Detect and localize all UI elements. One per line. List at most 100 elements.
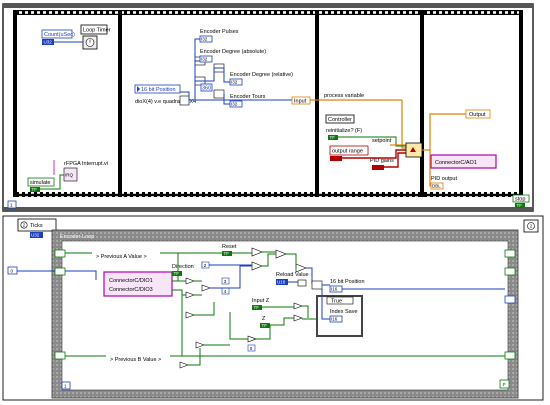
- svg-text:TF: TF: [224, 251, 230, 256]
- svg-text:TF: TF: [32, 187, 38, 192]
- z-control[interactable]: TF: [260, 323, 270, 328]
- process-variable-label: process variable: [324, 93, 364, 99]
- encoder-tours-label: Encoder Tours: [230, 94, 266, 100]
- svg-text:DBL: DBL: [432, 184, 441, 189]
- svg-text:ConnectorC/AO1: ConnectorC/AO1: [435, 160, 477, 166]
- svg-text:ConnectorC/DIO1: ConnectorC/DIO1: [109, 278, 153, 284]
- output-indicator: Output: [465, 109, 491, 119]
- direction-label: Direction: [172, 264, 194, 270]
- previous-b-value-label: > Previous B Value >: [110, 357, 161, 363]
- z-label: Z: [262, 316, 266, 322]
- svg-text:Input: Input: [294, 99, 307, 105]
- reload-value-control[interactable]: U16: [276, 279, 288, 285]
- svg-text:I32: I32: [231, 102, 238, 107]
- right-node[interactable]: 2: [523, 219, 539, 233]
- pid-gains-label: PID gains: [370, 158, 394, 164]
- const-360[interactable]: 360: [200, 83, 213, 92]
- dio-quadrature-label: dioX(4) v.e quadratureX4: [135, 99, 196, 105]
- and-gates[interactable]: [179, 302, 303, 369]
- input-z-label: Input Z: [252, 298, 270, 304]
- svg-text:stop: stop: [515, 197, 525, 203]
- svg-text:TF: TF: [254, 305, 260, 310]
- direction-indicator: TF: [172, 271, 182, 276]
- reset-label: Reset: [222, 244, 237, 250]
- svg-text:I32: I32: [201, 37, 208, 42]
- connector-ao1-node[interactable]: ConnectorC/AO1: [430, 154, 497, 169]
- input-indicator: Input: [291, 96, 311, 105]
- encoder-tours-indicator: I32: [229, 100, 243, 108]
- encoder-degree-rel-label: Encoder Degree (relative): [230, 72, 293, 78]
- encoder-pulses-indicator: I32: [199, 35, 213, 43]
- svg-text:U16: U16: [277, 280, 286, 285]
- svg-text:ConnectorC/DIO3: ConnectorC/DIO3: [109, 287, 153, 293]
- stop-control[interactable]: stop TF: [512, 194, 530, 208]
- reinitialize-label: reinitialize? (F): [326, 128, 362, 134]
- count-usecs-control[interactable]: Count(uSec) U32: [41, 29, 75, 45]
- input-z-indicator: TF: [252, 305, 262, 310]
- svg-text:I16: I16: [331, 287, 338, 292]
- svg-text:output range: output range: [332, 149, 363, 155]
- svg-text:Encoder Loop: Encoder Loop: [60, 234, 94, 240]
- svg-text:Controller: Controller: [328, 117, 352, 123]
- previous-a-value-label: > Previous A Value >: [96, 254, 147, 260]
- reload-value-label: Reload Value: [276, 272, 309, 278]
- pid-output-label: PID output: [431, 176, 457, 182]
- svg-text:I16: I16: [331, 317, 338, 322]
- svg-text:U32: U32: [31, 233, 40, 238]
- svg-text:TF: TF: [262, 323, 268, 328]
- svg-text:Output: Output: [469, 112, 486, 118]
- svg-text:IRQ: IRQ: [65, 173, 74, 178]
- svg-text:U32: U32: [44, 40, 53, 45]
- case-structure[interactable]: True Index Save I16: [316, 295, 363, 337]
- reset-control[interactable]: TF: [222, 251, 232, 256]
- simulate-control[interactable]: simulate TF: [27, 177, 55, 192]
- svg-text:Count(uSec): Count(uSec): [44, 32, 75, 38]
- encoder-pulses-label: Encoder Pulses: [200, 29, 239, 35]
- fpga-interrupt-vi[interactable]: rFPGA Interrupt.vi IRQ: [63, 161, 108, 182]
- ticks-node[interactable]: 2 Ticks U32: [17, 218, 57, 238]
- loop-iteration-terminal: 1: [7, 200, 17, 209]
- const-blocks: 2 3 4 0: [201, 261, 256, 352]
- shift-register-right: [504, 249, 516, 360]
- setpoint-label: setpoint: [372, 138, 392, 144]
- pid-gains-control[interactable]: [372, 165, 384, 170]
- svg-text:1: 1: [10, 203, 13, 208]
- svg-text:2: 2: [204, 263, 207, 268]
- bit16-position-label: 16 bit Position: [330, 279, 365, 285]
- encoder-loop-stop-const[interactable]: F: [499, 379, 510, 389]
- svg-text:0: 0: [11, 269, 14, 274]
- svg-text:rFPGA Interrupt.vi: rFPGA Interrupt.vi: [64, 161, 108, 167]
- bit16-position-indicator[interactable]: 16 bit Position: [134, 84, 181, 94]
- svg-text:Ticks: Ticks: [30, 223, 43, 229]
- svg-text:TF: TF: [517, 203, 523, 208]
- svg-text:1: 1: [64, 384, 67, 389]
- reinitialize-control[interactable]: TF: [328, 135, 338, 140]
- svg-text:3: 3: [224, 279, 227, 284]
- svg-text:I32: I32: [201, 57, 208, 62]
- svg-text:4: 4: [224, 289, 227, 294]
- svg-text:I32: I32: [231, 80, 238, 85]
- svg-text:0: 0: [250, 346, 253, 351]
- encoder-loop[interactable]: Encoder Loop: [51, 229, 519, 399]
- encoder-degree-abs-label: Encoder Degree (absolute): [200, 49, 266, 55]
- svg-text:Loop Timer: Loop Timer: [83, 28, 111, 34]
- svg-text:TF: TF: [330, 135, 336, 140]
- encoder-loop-iteration: 1: [61, 381, 71, 390]
- svg-text:simulate: simulate: [30, 180, 50, 186]
- svg-text:Index Save: Index Save: [330, 309, 358, 315]
- const-zero-input[interactable]: 0: [7, 266, 18, 275]
- svg-text:360: 360: [202, 86, 211, 92]
- pid-function[interactable]: [405, 142, 423, 158]
- svg-text:True: True: [331, 299, 342, 305]
- pid-output-indicator: DBL: [430, 182, 444, 190]
- svg-text:2: 2: [530, 224, 533, 229]
- svg-text:16 bit Position: 16 bit Position: [141, 87, 176, 93]
- connector-dio-node[interactable]: ConnectorC/DIO1 ConnectorC/DIO3: [103, 271, 173, 297]
- flat-sequence[interactable]: [13, 10, 523, 197]
- svg-text:2: 2: [23, 223, 26, 228]
- output-range-control[interactable]: output range: [329, 145, 369, 161]
- svg-text:TF: TF: [174, 271, 180, 276]
- select-nodes[interactable]: [251, 247, 307, 273]
- encoder-degree-abs-indicator: I32: [199, 55, 213, 63]
